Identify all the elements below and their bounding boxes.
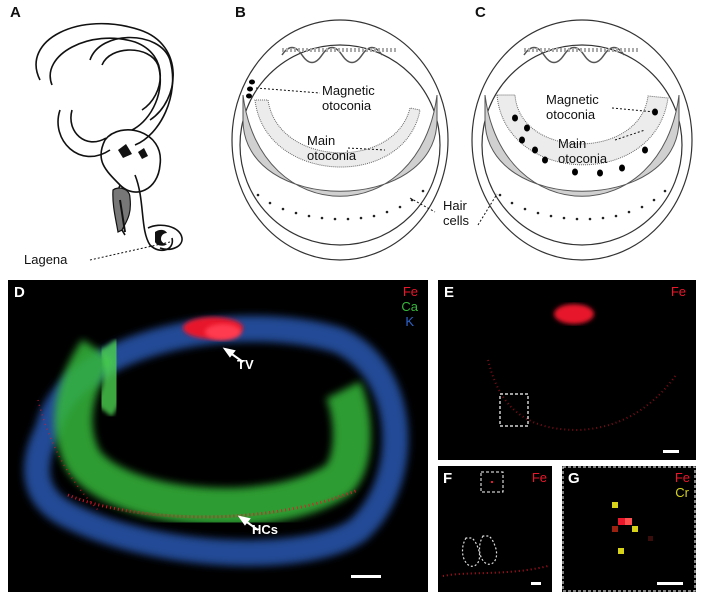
scale-bar-f xyxy=(531,582,541,585)
legend-fe-e: Fe xyxy=(670,284,686,299)
c-magnetic-otoconia-label: Magnetic otoconia xyxy=(546,92,599,122)
fluorescence-map-d xyxy=(24,315,409,566)
panel-g-image: G Fe Cr xyxy=(562,466,696,592)
scale-bar-d xyxy=(351,575,381,578)
lagena-label: Lagena xyxy=(24,252,68,267)
b-main-otoconia-label: Main otoconia xyxy=(307,133,357,163)
scale-bar-e xyxy=(663,450,679,453)
panel-d-letter: D xyxy=(14,284,25,301)
tv-label: TV xyxy=(237,357,254,372)
legend-fe-f: Fe xyxy=(531,470,547,485)
panel-e-image: E Fe xyxy=(438,280,696,460)
legend-fe-d: Fe xyxy=(402,284,418,299)
scale-bar-g xyxy=(657,582,683,585)
c-main-otoconia-label: Main otoconia xyxy=(558,136,608,166)
fe-cr-map-g xyxy=(562,466,696,592)
panel-c-letter: C xyxy=(475,4,486,21)
legend-fe-g: Fe xyxy=(674,470,690,485)
panel-a-letter: A xyxy=(10,4,21,21)
hcs-label: HCs xyxy=(252,522,279,537)
fe-map-e xyxy=(487,304,677,432)
legend-k-d: K xyxy=(405,314,414,329)
panel-d-image: D Fe Ca K TV HCs xyxy=(8,280,428,592)
legend-cr-g: Cr xyxy=(675,485,689,500)
b-magnetic-otoconia-label: Magnetic otoconia xyxy=(322,83,375,113)
legend-ca-d: Ca xyxy=(401,299,418,314)
fe-map-f xyxy=(442,471,549,577)
panel-b-letter: B xyxy=(235,4,246,21)
panel-f-image: F Fe xyxy=(438,466,552,592)
c-hair-cells-label: Hair cells xyxy=(443,198,470,228)
panel-e-letter: E xyxy=(444,284,455,301)
panel-f-letter: F xyxy=(443,470,453,487)
panel-g-letter: G xyxy=(568,470,580,487)
